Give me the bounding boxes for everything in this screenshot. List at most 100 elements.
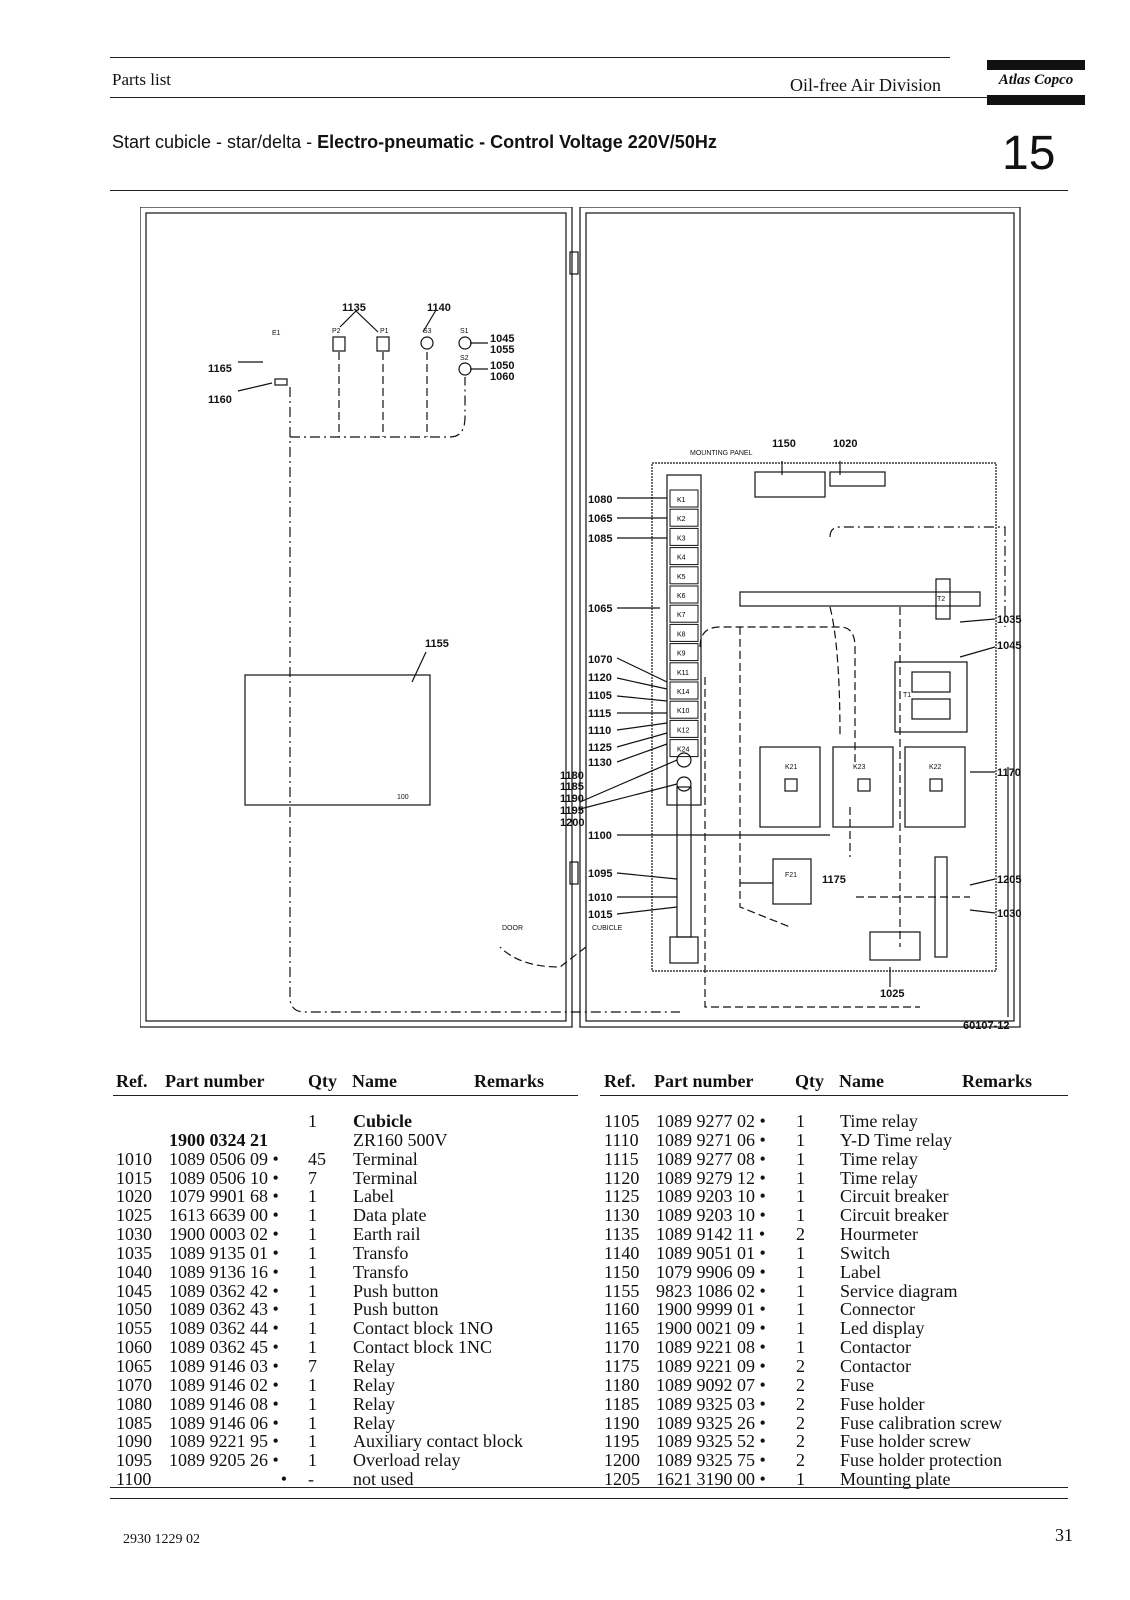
- relay-box: [669, 547, 699, 566]
- label-1130: 1130: [588, 757, 612, 769]
- cell-qty: 2: [796, 1412, 805, 1433]
- cell-name: Hourmeter: [840, 1224, 918, 1245]
- table-rule-left: [113, 1095, 578, 1096]
- cell-name: not used: [353, 1469, 414, 1490]
- label-1120: 1120: [588, 672, 612, 684]
- label-s2: S2: [460, 355, 469, 362]
- label-s3: S3: [423, 328, 432, 335]
- cell-ref: [116, 1131, 152, 1150]
- relay-label: K1: [677, 497, 686, 504]
- cell-part: 1089 0362 45 •: [169, 1337, 279, 1358]
- cell-name: Fuse holder: [840, 1393, 925, 1414]
- cell-qty: 2: [796, 1355, 805, 1376]
- cell-ref: 1055: [116, 1318, 152, 1339]
- cell-part: 1089 9277 08 •: [656, 1148, 766, 1169]
- cell-name: Mounting plate: [840, 1469, 951, 1490]
- relay-label: K7: [677, 612, 686, 619]
- cell-name: Fuse holder screw: [840, 1431, 971, 1452]
- cell-part: 1089 9325 75 •: [656, 1450, 766, 1471]
- cell-ref: 1185: [604, 1393, 640, 1414]
- label-1125: 1125: [588, 742, 612, 754]
- cell-name: Relay: [353, 1374, 395, 1395]
- label-1080: 1080: [588, 494, 612, 506]
- header-name-right: Name: [839, 1071, 884, 1091]
- cell-name: Transfo: [353, 1242, 409, 1263]
- cell-ref: 1175: [604, 1355, 640, 1376]
- cell-part: 1089 0362 43 •: [169, 1299, 279, 1320]
- cell-qty: 1: [796, 1261, 805, 1282]
- chapter-number: 15: [1002, 127, 1056, 180]
- cell-qty: 1: [308, 1337, 317, 1358]
- cell-ref: 1135: [604, 1224, 640, 1245]
- cell-ref: 1025: [116, 1205, 152, 1226]
- footer-rule-2: [110, 1498, 1068, 1499]
- cell-name: Terminal: [353, 1167, 418, 1188]
- label-1155: 1155: [425, 638, 449, 650]
- drawing-number: 60107-12: [963, 1020, 1010, 1032]
- cell-part: 1089 0506 09 •: [169, 1148, 279, 1169]
- cell-part: 1900 9999 01 •: [656, 1299, 766, 1320]
- brand-logo: Atlas Copco: [987, 60, 1085, 106]
- cell-qty: 1: [796, 1167, 805, 1188]
- cell-part: 1089 9135 01 •: [169, 1242, 279, 1263]
- cell-ref: 1070: [116, 1374, 152, 1395]
- cell-ref: 1110: [604, 1129, 639, 1150]
- cell-name: Relay: [353, 1393, 395, 1414]
- label-p1: P1: [380, 328, 389, 335]
- label-mounting-panel: MOUNTING PANEL: [690, 450, 753, 457]
- label-1095: 1095: [588, 868, 612, 880]
- cell-name: Contact block 1NC: [353, 1337, 492, 1358]
- cell-ref: [116, 1112, 152, 1131]
- cell-part: 1621 3190 00 •: [656, 1469, 766, 1490]
- cell-part: 1900 0021 09 •: [656, 1318, 766, 1339]
- cell-name: Y-D Time relay: [840, 1129, 952, 1150]
- cell-ref: 1040: [116, 1261, 152, 1282]
- page-number: 31: [1055, 1525, 1073, 1545]
- cell-ref: 1200: [604, 1450, 640, 1471]
- cell-name: Cubicle: [353, 1111, 413, 1131]
- relay-label: K8: [677, 631, 686, 638]
- cell-part: 1089 9051 01 •: [656, 1242, 766, 1263]
- label-1015: 1015: [588, 909, 612, 921]
- cell-part: 1089 9142 11 •: [656, 1224, 766, 1245]
- relay-box: [669, 681, 699, 700]
- label-1010: 1010: [588, 892, 612, 904]
- relay-label: K24: [677, 747, 690, 754]
- cell-qty: 1: [796, 1186, 805, 1207]
- label-1180: 1180: [560, 770, 584, 782]
- label-1165: 1165: [208, 363, 232, 375]
- header-ref-right: Ref.: [604, 1071, 636, 1091]
- label-1205: 1205: [997, 874, 1021, 886]
- cubicle-diagram: 1135 1140 1045 1055 1050 1060 1165 1160 …: [140, 207, 1021, 1032]
- cell-ref: 1090: [116, 1431, 152, 1452]
- cell-ref: 1195: [604, 1431, 640, 1452]
- cell-part: •: [280, 1469, 287, 1490]
- cell-qty: 2: [796, 1450, 805, 1471]
- label-cubicle: CUBICLE: [592, 925, 623, 932]
- header-part-right: Part number: [654, 1071, 754, 1091]
- cell-qty: 45: [308, 1148, 326, 1169]
- cell-ref: 1205: [604, 1469, 640, 1490]
- header-remarks-left: Remarks: [474, 1071, 544, 1091]
- footer-rule: [110, 1487, 1068, 1488]
- cell-part: 1613 6639 00 •: [169, 1205, 279, 1226]
- label-1195: 1195: [560, 805, 584, 817]
- label-1060: 1060: [490, 371, 514, 383]
- label-1140: 1140: [427, 302, 451, 314]
- cell-part: 1089 9277 02 •: [656, 1111, 766, 1131]
- relay-box: [669, 604, 699, 623]
- label-1045: 1045: [490, 333, 514, 345]
- cell-qty: 1: [308, 1431, 317, 1452]
- header-bottom-rule: [110, 97, 1068, 98]
- cell-name: Fuse calibration screw: [840, 1412, 1002, 1433]
- relay-label: K6: [677, 593, 686, 600]
- cell-qty: 1: [308, 1374, 317, 1395]
- label-1185: 1185: [560, 781, 584, 793]
- cell-name: Overload relay: [353, 1450, 461, 1471]
- cell-qty: 1: [308, 1393, 317, 1414]
- relay-label: K12: [677, 727, 690, 734]
- cell-part: 1089 9221 08 •: [656, 1337, 766, 1358]
